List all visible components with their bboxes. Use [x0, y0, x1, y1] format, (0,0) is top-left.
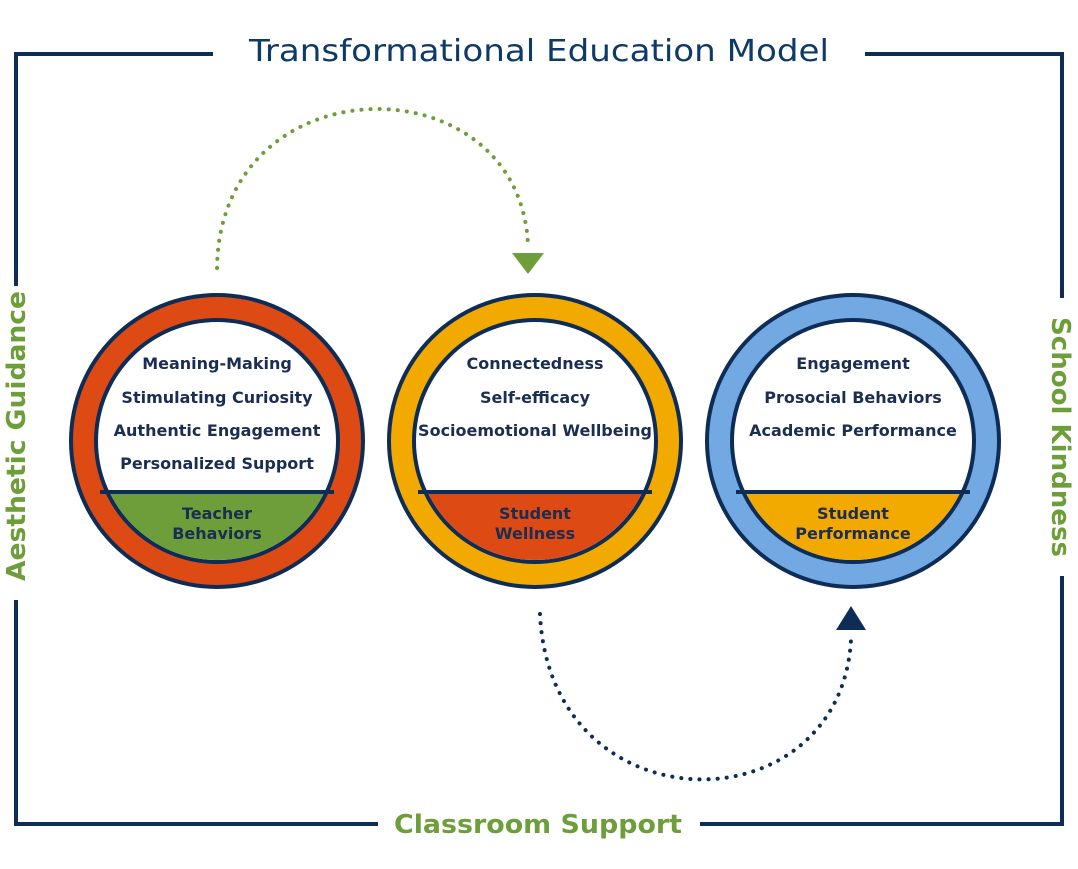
arrow-path-navy [538, 612, 853, 782]
circle-2-caption-line-1: Student [499, 504, 571, 523]
circle-2-item-2: Self-efficacy [480, 388, 591, 407]
outer-frame [14, 52, 1064, 826]
circle-1-caption-line-1: Teacher [182, 504, 252, 523]
circle-2-item-1: Connectedness [466, 354, 603, 373]
diagram-title: Transformational Education Model [248, 34, 829, 69]
right-label: School Kindness [1045, 317, 1075, 557]
circle-2-item-3: Socioemotional Wellbeing [418, 421, 652, 440]
circle-3-item-2: Prosocial Behaviors [764, 388, 942, 407]
circle-3-caption-line-1: Student [817, 504, 889, 523]
arrow-path-green [215, 107, 530, 270]
circle-teacher-behaviors: Meaning-Making Stimulating Curiosity Aut… [69, 293, 365, 589]
arrow-wellness-to-performance [538, 606, 866, 782]
circle-2-caption-line-2: Wellness [495, 524, 575, 543]
circle-1-item-2: Stimulating Curiosity [121, 388, 313, 407]
circle-student-wellness: Connectedness Self-efficacy Socioemotion… [387, 293, 683, 589]
circle-3-caption-line-2: Performance [795, 524, 911, 543]
circle-3-item-1: Engagement [796, 354, 910, 373]
circle-1-item-4: Personalized Support [120, 454, 314, 473]
bottom-label: Classroom Support [394, 810, 682, 840]
arrowhead-up-icon [836, 606, 866, 630]
left-label: Aesthetic Guidance [2, 291, 32, 581]
circle-3-item-3: Academic Performance [749, 421, 957, 440]
circle-1-item-1: Meaning-Making [142, 354, 292, 373]
arrowhead-down-icon [512, 253, 544, 274]
circle-student-performance: Engagement Prosocial Behaviors Academic … [705, 293, 1001, 589]
arrow-teacher-to-wellness [215, 107, 544, 274]
circle-1-caption-line-2: Behaviors [172, 524, 262, 543]
circle-1-item-3: Authentic Engagement [114, 421, 321, 440]
